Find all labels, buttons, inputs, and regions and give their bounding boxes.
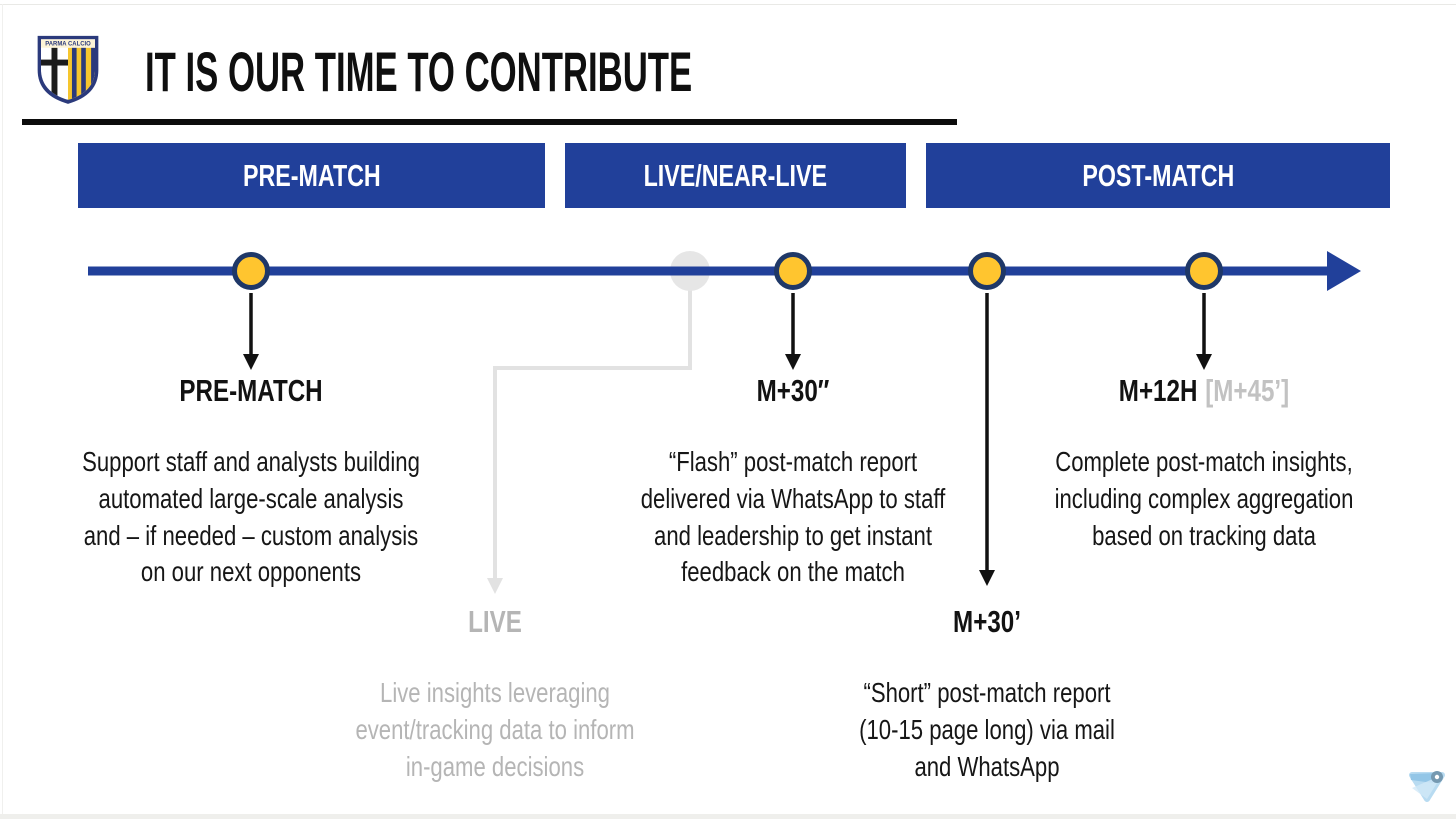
milestone-heading-pre-match: PRE-MATCH xyxy=(179,373,323,408)
timeline-marker-live xyxy=(670,251,710,291)
timeline-marker-m12h xyxy=(1185,252,1223,290)
frame-left-hairline xyxy=(2,4,3,814)
milestone-body-pre-match: Support staff and analysts building auto… xyxy=(82,446,420,588)
phase-bar-label: PRE-MATCH xyxy=(242,157,381,193)
milestone-heading-m30s: M+30″ xyxy=(756,373,830,408)
crest-banner-text: PARMA CALCIO xyxy=(45,42,91,48)
parma-calcio-crest-icon: PARMA CALCIO xyxy=(37,35,99,104)
timeline-marker-pre-match xyxy=(232,252,270,290)
phase-bar-label: POST-MATCH xyxy=(1082,157,1234,193)
timeline-marker-m30s xyxy=(774,252,812,290)
title-underline xyxy=(22,119,957,125)
publisher-watermark-icon xyxy=(1409,771,1445,802)
slide-title: IT IS OUR TIME TO CONTRIBUTE xyxy=(145,40,693,103)
timeline-marker-m30m xyxy=(968,252,1006,290)
timeline-markers xyxy=(232,252,1223,290)
milestone-body-m30m: “Short” post-match report (10-15 page lo… xyxy=(859,677,1115,782)
phase-bar-live-near-live: LIVE/NEAR-LIVE xyxy=(565,143,906,208)
milestone-heading-m12h-alt: [M+45’] xyxy=(1205,373,1290,408)
milestone-heading-m12h-main: M+12H xyxy=(1118,373,1198,408)
milestone-heading-m30m: M+30’ xyxy=(953,604,1021,639)
milestone-heading-m12h: M+12H[M+45’] xyxy=(1064,373,1345,409)
frame-bottom-hairline xyxy=(0,814,1456,819)
phase-bar-pre-match: PRE-MATCH xyxy=(78,143,545,208)
milestone-body-m12h: Complete post-match insights, including … xyxy=(1054,446,1354,551)
phase-bar-label: LIVE/NEAR-LIVE xyxy=(643,157,828,193)
phase-bar-post-match: POST-MATCH xyxy=(926,143,1390,208)
milestone-body-m30s: “Flash” post-match report delivered via … xyxy=(640,446,946,588)
milestone-heading-live: LIVE xyxy=(468,604,522,639)
timeline-axis xyxy=(88,251,1361,291)
milestone-body-live: Live insights leveraging event/tracking … xyxy=(355,677,635,782)
frame-top-hairline xyxy=(0,4,1456,5)
